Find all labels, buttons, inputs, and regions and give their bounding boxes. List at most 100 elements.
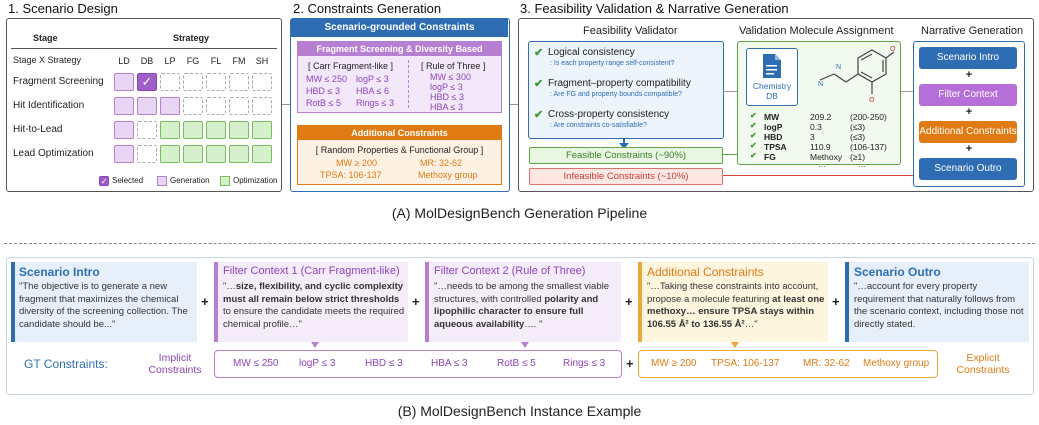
narrative-additional-constraints: Additional Constraints <box>919 121 1017 143</box>
prop-check-icon: ✔ <box>750 141 757 150</box>
check-label: Fragment–property compatibility <box>548 78 691 89</box>
prop-value: 209.2 <box>810 112 832 122</box>
validator-box: ✔Logical consistency: Is each property r… <box>528 41 724 139</box>
narrative-scenario-outro: Scenario Outro <box>919 158 1017 180</box>
prop-check-icon: ✔ <box>750 151 757 160</box>
prop-value: 110.9 <box>810 142 831 152</box>
prop-range: (≥1) <box>850 152 866 162</box>
additional-item-mr: MR: 32-62 <box>420 158 463 168</box>
svg-text:O: O <box>869 97 875 104</box>
check-label: Logical consistency <box>548 47 635 58</box>
narrative-plus-2: + <box>965 106 973 118</box>
check-question: : Is each property range self-consistent… <box>550 60 675 67</box>
feasible-arrow <box>723 154 737 155</box>
legend-generation-swatch <box>157 176 167 186</box>
instance-filter-1: Filter Context 1 (Carr Fragment-like) "…… <box>214 262 408 342</box>
prop-check-icon: ✔ <box>750 121 757 130</box>
infeasible-constraints: Infeasible Constraints (~10%) <box>529 168 723 185</box>
caption-a: (A) MolDesignBench Generation Pipeline <box>391 205 648 221</box>
carr-item: HBA ≤ 6 <box>356 86 389 96</box>
strategy-col-fm: FM <box>232 56 246 66</box>
implicit-item: HBA ≤ 3 <box>431 358 468 369</box>
svg-text:N: N <box>818 81 823 88</box>
chemistry-db-label: Chemistry DB <box>752 81 792 101</box>
explicit-constraints-label: Explicit Constraints <box>956 352 1010 376</box>
stage-row-label: Hit Identification <box>13 100 85 111</box>
stage-row-label: Hit-to-Lead <box>13 124 63 135</box>
validator-arrow <box>623 139 625 146</box>
prop-range: (200-250) <box>850 112 887 122</box>
grid-cell-gen <box>114 73 134 91</box>
legend-optimization-swatch <box>220 176 230 186</box>
implicit-item: HBD ≤ 3 <box>365 358 403 369</box>
plus-b4: + <box>832 294 840 309</box>
instance-outro-title: Scenario Outro <box>854 265 941 279</box>
instance-additional: Additional Constraints "…Taking these co… <box>638 262 828 342</box>
feasible-constraints: Feasible Constraints (~90%) <box>529 147 723 164</box>
stage-header: Stage <box>33 33 58 43</box>
f1-pre: "… <box>223 281 236 292</box>
additional-constraints-header: Additional Constraints <box>298 126 501 140</box>
implicit-item: MW ≤ 250 <box>233 358 279 369</box>
section-divider <box>4 243 1035 244</box>
prop-name: TPSA <box>764 142 787 152</box>
instance-intro: Scenario Intro "The objective is to gene… <box>11 262 197 342</box>
grid-cell-empty <box>229 97 249 115</box>
arrow-1-to-2 <box>282 104 290 105</box>
grid-cell-opt <box>183 121 203 139</box>
instance-filter-2-text: "…needs to be among the smallest viable … <box>434 281 620 331</box>
check-question: : Are constraints co-satisfiable? <box>550 122 647 129</box>
molecule-structure-icon: N N O O <box>818 46 896 104</box>
fragment-screening-header: Fragment Screening & Diversity Based <box>298 42 501 56</box>
check-label: Cross-property consistency <box>548 109 670 120</box>
grid-cell-empty <box>160 73 180 91</box>
implicit-constraints-label: Implicit Constraints <box>148 352 202 376</box>
f2-bold: polarity and lipophilic character to ens… <box>434 293 599 330</box>
carr-title: [ Carr Fragment-like ] <box>308 61 394 71</box>
infeasible-arrow <box>723 175 1013 176</box>
random-properties-title: [ Random Properties & Functional Group ] <box>315 145 484 155</box>
prop-value: 0.3 <box>810 122 822 132</box>
additional-constraints-box: Additional Constraints [ Random Properti… <box>297 125 502 185</box>
carr-ro3-divider <box>408 60 409 108</box>
svg-text:O: O <box>890 46 896 53</box>
legend-selected-label: Selected <box>112 176 144 185</box>
header-divider <box>11 48 277 49</box>
implicit-item: RotB ≤ 5 <box>497 358 536 369</box>
prop-range: (106-137) <box>850 142 887 152</box>
fragment-screening-box: Fragment Screening & Diversity Based [ C… <box>297 41 502 113</box>
svg-text:N: N <box>836 64 841 71</box>
narrative-plus-1: + <box>965 69 973 81</box>
ro3-title: [ Rule of Three ] <box>421 61 486 71</box>
grid-cell-empty <box>206 73 226 91</box>
validator-to-assignment-arrow <box>723 91 737 92</box>
legend-generation-label: Generation <box>170 176 210 185</box>
instance-outro: Scenario Outro "…account for every prope… <box>845 262 1029 342</box>
prop-name: HBD <box>764 132 783 142</box>
instance-filter-1-title: Filter Context 1 (Carr Fragment-like) <box>223 265 400 277</box>
grid-cell-opt <box>252 121 272 139</box>
prop-ellipsis-1: … <box>818 160 826 169</box>
grid-cell-gen <box>160 97 180 115</box>
stage-row-label: Fragment Screening <box>13 76 104 87</box>
validator-title: Feasibility Validator <box>583 25 678 37</box>
carr-item: RotB ≤ 5 <box>306 98 341 108</box>
assignment-to-narrative-arrow <box>901 91 913 92</box>
check-question: : Are FG and property bounds compatible? <box>550 91 682 98</box>
carr-item: HBD ≤ 3 <box>306 86 340 96</box>
narrative-plus-3: + <box>965 143 973 155</box>
grid-cell-empty <box>183 73 203 91</box>
implicit-item: Rings ≤ 3 <box>563 358 606 369</box>
f1-post: to ensure the candidate meets the requir… <box>223 306 405 330</box>
explicit-item: MW ≥ 200 <box>651 358 697 369</box>
grid-cell-empty <box>183 97 203 115</box>
instance-intro-text: "The objective is to generate a new frag… <box>19 281 188 330</box>
grid-cell-empty <box>252 73 272 91</box>
instance-filter-1-text: "…size, flexibility, and cyclic complexi… <box>223 281 407 331</box>
validator-arrow-head <box>619 143 629 149</box>
strategy-col-lp: LP <box>164 56 176 66</box>
additional-item-methoxy: Methoxy group <box>418 170 478 180</box>
explicit-item: MR: 32-62 <box>803 358 850 369</box>
